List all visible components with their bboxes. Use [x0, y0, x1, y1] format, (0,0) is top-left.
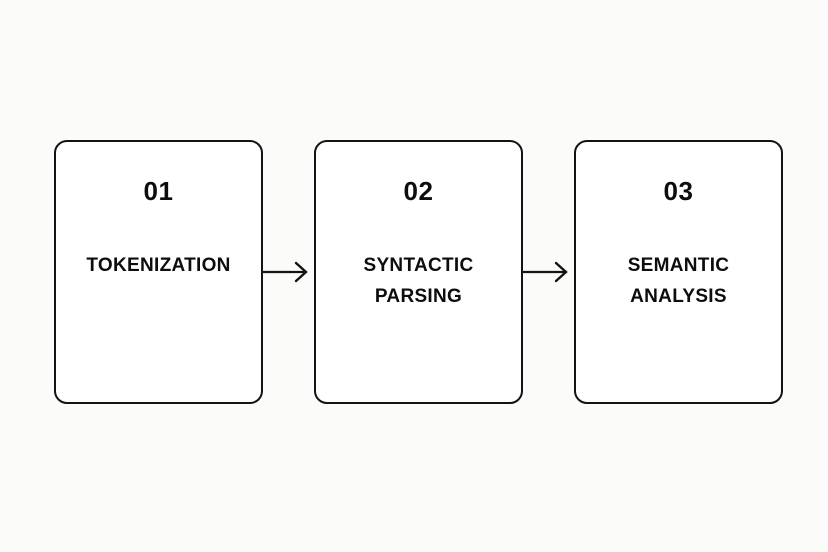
step-card-3[interactable]: 03 SEMANTIC ANALYSIS: [574, 140, 783, 404]
arrow-right-icon: [523, 261, 568, 283]
step-label-2: SYNTACTIC PARSING: [363, 255, 474, 307]
process-flow-row: 01 TOKENIZATION 02 SYNTACTIC PARSING 03 …: [54, 140, 783, 404]
step-label-1: TOKENIZATION: [86, 255, 231, 276]
step-label-3: SEMANTIC ANALYSIS: [627, 255, 730, 307]
connector-1: [263, 140, 314, 404]
step-number-2: 02: [403, 176, 434, 206]
arrow-right-icon: [263, 261, 308, 283]
step-card-1[interactable]: 01 TOKENIZATION: [54, 140, 263, 404]
step-card-2[interactable]: 02 SYNTACTIC PARSING: [314, 140, 523, 404]
step-number-1: 01: [143, 176, 174, 206]
connector-2: [523, 140, 574, 404]
step-number-3: 03: [663, 176, 694, 206]
